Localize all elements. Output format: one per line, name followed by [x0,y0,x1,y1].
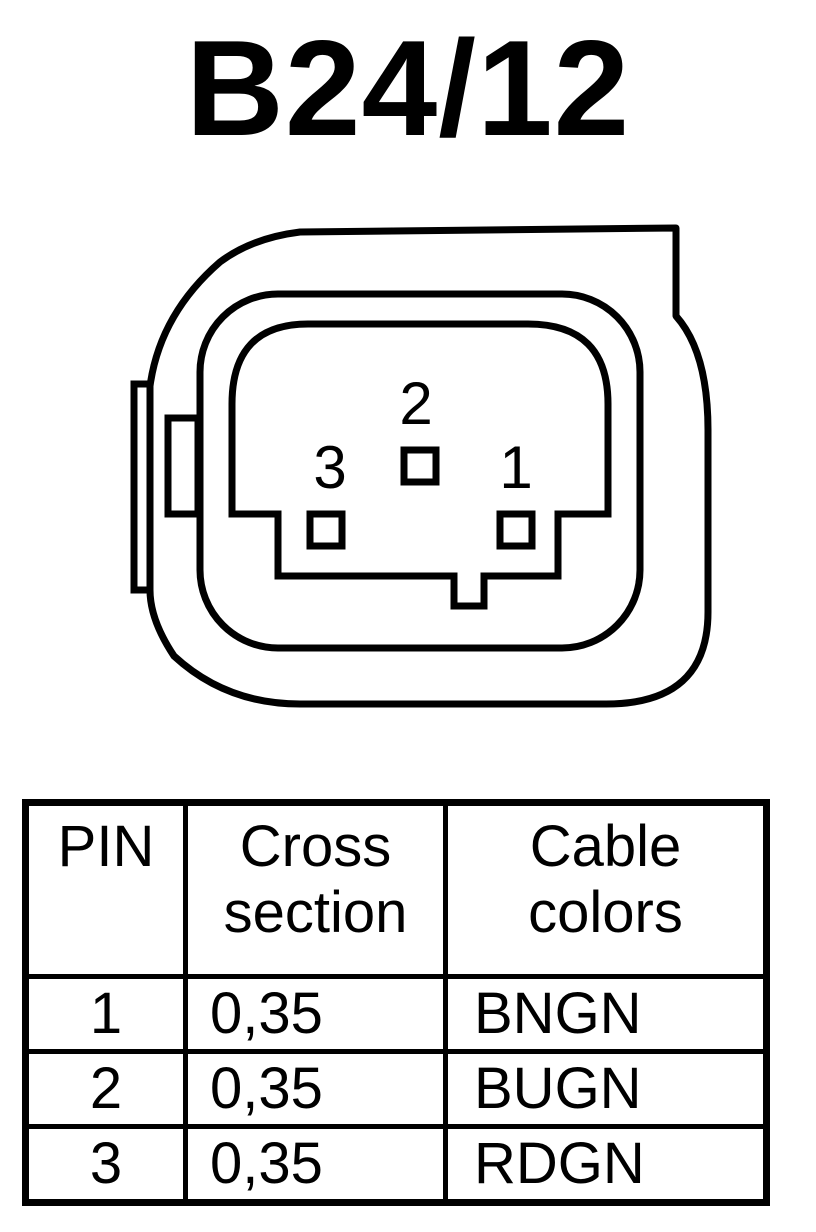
cell-cross-section: 0,35 [183,974,448,1054]
header-cross-section: Cross section [183,800,448,979]
cell-cross-section: 0,35 [183,1049,448,1129]
cell-pin: 1 [23,974,188,1054]
header-cable-colors-line-1: Cable [529,814,682,879]
connector-title: B24/12 [185,12,631,164]
connector-latch-tab [164,414,202,518]
cell-pin: 3 [23,1124,188,1205]
connector-inner-cavity [228,320,612,610]
table-row: 3 0,35 RDGN [23,1124,769,1205]
cell-pin: 2 [23,1049,188,1129]
table-header-row: PIN Cross section Cable colors [23,800,769,979]
header-pin-text: PIN [57,814,155,879]
pin-2-contact [400,446,440,486]
connector-seal-ring [196,290,644,652]
connector-diagram: 2 3 1 [130,224,712,708]
pin-label-1: 1 [499,434,532,501]
cell-cable-color: BUGN [443,1049,769,1129]
pin-assignment-table: PIN Cross section Cable colors 1 0,35 BN… [22,799,770,1206]
header-cable-colors: Cable colors [443,800,769,979]
cell-cable-color: RDGN [443,1124,769,1205]
connector-housing-outline [146,224,712,708]
cell-cross-section: 0,35 [183,1124,448,1205]
connector-side-latch [130,380,150,594]
header-pin: PIN [23,800,188,979]
cell-cable-color: BNGN [443,974,769,1054]
header-cross-section-line-1: Cross [239,814,392,879]
pin-label-3: 3 [313,434,346,501]
pin-label-2: 2 [399,370,432,437]
header-cable-colors-line-2: colors [528,880,683,945]
table-row: 2 0,35 BUGN [23,1049,769,1129]
pin-1-contact [496,510,536,550]
pin-3-contact [306,510,346,550]
table-row: 1 0,35 BNGN [23,974,769,1054]
header-cross-section-line-2: section [223,880,408,945]
